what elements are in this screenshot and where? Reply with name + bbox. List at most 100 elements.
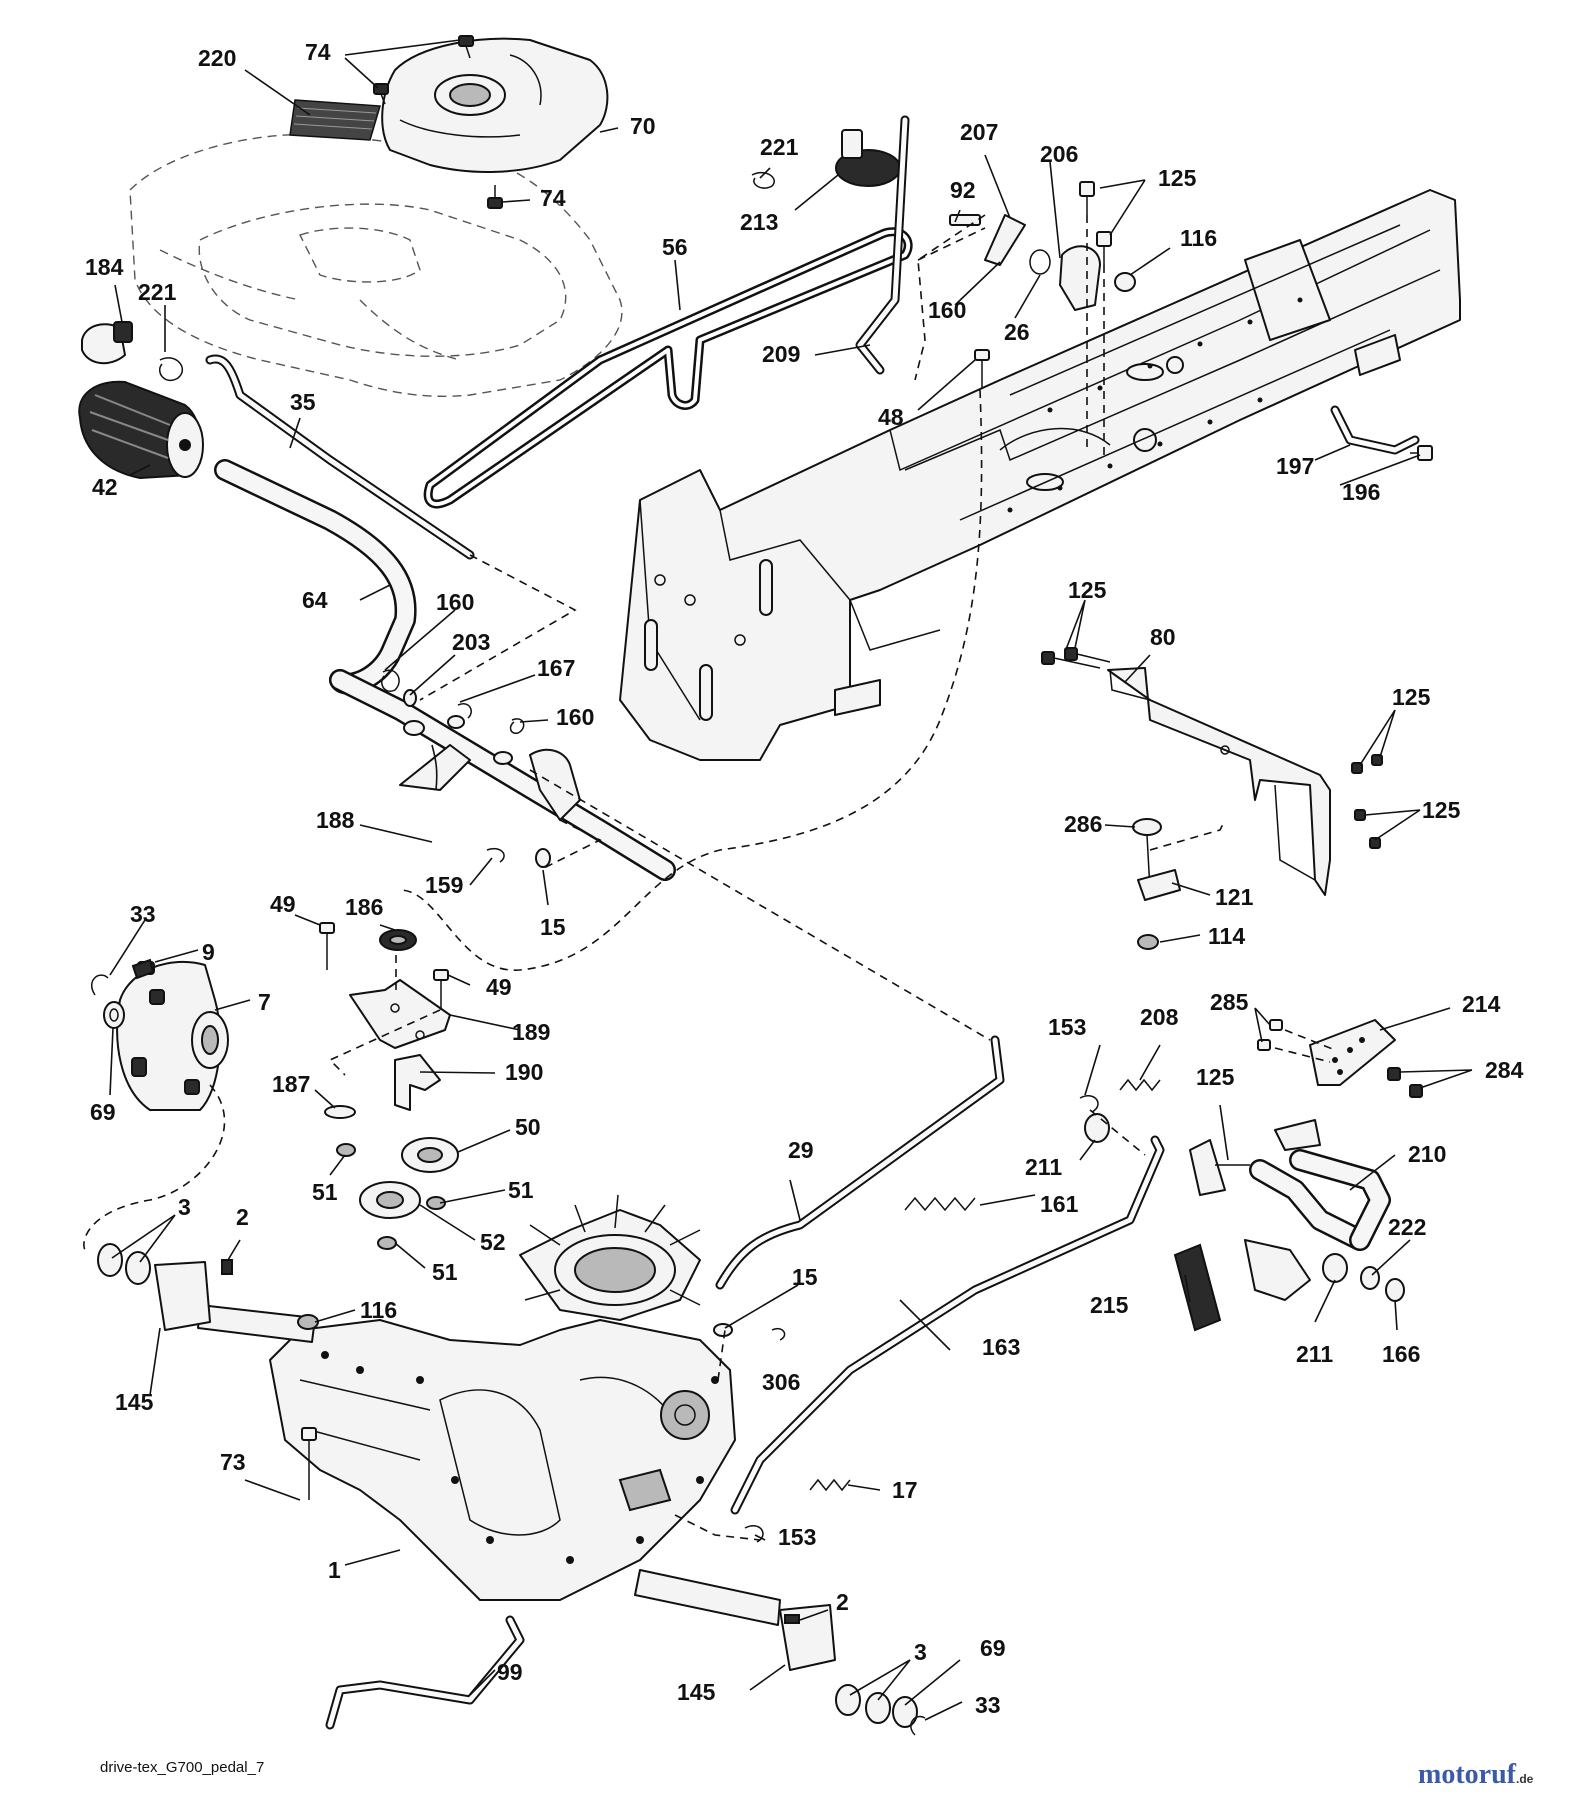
hub-part-7 (116, 960, 229, 1111)
screw-part-74 (373, 35, 503, 209)
callout-197: 197 (1276, 453, 1314, 479)
callout-186: 186 (345, 894, 383, 920)
clip-part-221-b (751, 171, 775, 189)
callout-56: 56 (662, 234, 688, 260)
callout-166: 166 (1382, 1341, 1420, 1367)
callout-leader-lines (109, 39, 1473, 1721)
callout-163: 163 (982, 1334, 1020, 1360)
idler-bracket-part-189 (349, 979, 451, 1049)
callout-121: 121 (1215, 884, 1254, 910)
pedal-pad-part-215 (1173, 1243, 1222, 1332)
callout-207: 207 (960, 119, 998, 145)
callout-116-b: 116 (360, 1297, 397, 1323)
callout-209: 209 (762, 341, 800, 367)
callout-51: 51 (312, 1179, 338, 1205)
washers-part-222-166 (1360, 1266, 1405, 1302)
callout-213: 213 (740, 209, 778, 235)
callout-15: 15 (540, 914, 566, 940)
callout-33: 33 (130, 901, 156, 927)
key-part-9 (131, 958, 155, 980)
bracket-part-197 (1330, 405, 1420, 455)
pedal-pad-part-214 (1309, 1019, 1396, 1086)
callout-211: 211 (1025, 1154, 1062, 1180)
callout-220: 220 (198, 45, 236, 71)
callout-161: 161 (1040, 1191, 1079, 1217)
callout-188: 188 (316, 807, 355, 833)
nut-part-116 (297, 1314, 319, 1330)
callout-208: 208 (1140, 1004, 1179, 1030)
callout-114: 114 (1208, 923, 1245, 949)
washer-part-69 (103, 1001, 125, 1029)
callout-160: 160 (928, 297, 966, 323)
spring-part-17 (809, 1478, 851, 1492)
knob-part-213 (835, 129, 901, 187)
decal-part-220 (289, 99, 381, 141)
callout-221-b: 221 (760, 134, 799, 160)
watermark-text: motoruf (1418, 1759, 1517, 1790)
callout-1: 1 (328, 1557, 341, 1583)
callout-51-c: 51 (432, 1259, 458, 1285)
shift-tube-part-64 (214, 459, 676, 881)
callout-221: 221 (138, 279, 177, 305)
watermark-suffix: .de (1516, 1772, 1534, 1786)
hand-grip-part-42 (78, 380, 204, 480)
callout-184: 184 (85, 254, 124, 280)
callout-35: 35 (290, 389, 316, 415)
callout-125: 125 (1158, 165, 1197, 191)
svg-text:motoruf.de: motoruf.de (1418, 1759, 1534, 1790)
frame-chassis (619, 189, 1461, 761)
callout-159: 159 (425, 872, 463, 898)
transaxle-part-1 (269, 1319, 736, 1601)
callout-153-b: 153 (778, 1524, 816, 1550)
callout-29: 29 (788, 1137, 814, 1163)
callout-187: 187 (272, 1071, 310, 1097)
callout-125-b: 125 (1068, 577, 1107, 603)
bolt-set-part-125 (1041, 647, 1383, 849)
drawing-code-label: drive-tex_G700_pedal_7 (100, 1759, 264, 1776)
callout-50: 50 (515, 1114, 541, 1140)
callout-285: 285 (1210, 989, 1249, 1015)
callout-48: 48 (878, 404, 904, 430)
dash-console-part-70 (381, 37, 609, 173)
callout-116: 116 (1180, 225, 1217, 251)
hood-outline (129, 133, 623, 398)
callout-145-b: 145 (677, 1679, 716, 1705)
callout-306: 306 (762, 1369, 800, 1395)
callout-69: 69 (90, 1099, 116, 1125)
bolt-part-196 (1410, 445, 1433, 461)
callout-74-b: 74 (540, 185, 566, 211)
callout-3: 3 (178, 1194, 191, 1220)
rod-part-163 (730, 1135, 1165, 1515)
axle-right (634, 1569, 836, 1671)
key-part-2 (221, 1259, 800, 1624)
pulleys-part-50-52 (359, 1137, 459, 1219)
knob-part-184 (81, 321, 133, 365)
bypass-rod-part-99 (325, 1615, 525, 1730)
washers-part-3 (97, 1243, 918, 1728)
callout-52: 52 (480, 1229, 506, 1255)
snap-ring-part-33-b (910, 1715, 926, 1736)
callout-26: 26 (1004, 319, 1030, 345)
callout-215: 215 (1090, 1292, 1129, 1318)
callout-80: 80 (1150, 624, 1176, 650)
bolt-part-73 (301, 1427, 317, 1500)
callout-2-b: 2 (836, 1589, 849, 1615)
callout-49-b: 49 (486, 974, 512, 1000)
callout-189: 189 (512, 1019, 550, 1045)
lever-rod-part-35 (205, 354, 475, 560)
callout-numbers: 220 74 70 74 184 221 42 35 56 221 213 20… (85, 39, 1524, 1718)
axle-left (154, 1261, 316, 1343)
bracket-part-190 (394, 1054, 441, 1111)
pedal-bracket-part-125 (1189, 1139, 1250, 1196)
callout-145: 145 (115, 1389, 154, 1415)
callout-286: 286 (1064, 811, 1102, 837)
callout-17: 17 (892, 1477, 918, 1503)
callout-2: 2 (236, 1204, 249, 1230)
callout-167: 167 (537, 655, 575, 681)
callout-211-b: 211 (1296, 1341, 1333, 1367)
hairpin-clip-part-221 (158, 357, 184, 382)
callout-153: 153 (1048, 1014, 1086, 1040)
control-rod-part-29 (715, 1035, 1005, 1290)
callout-69-b: 69 (980, 1635, 1006, 1661)
